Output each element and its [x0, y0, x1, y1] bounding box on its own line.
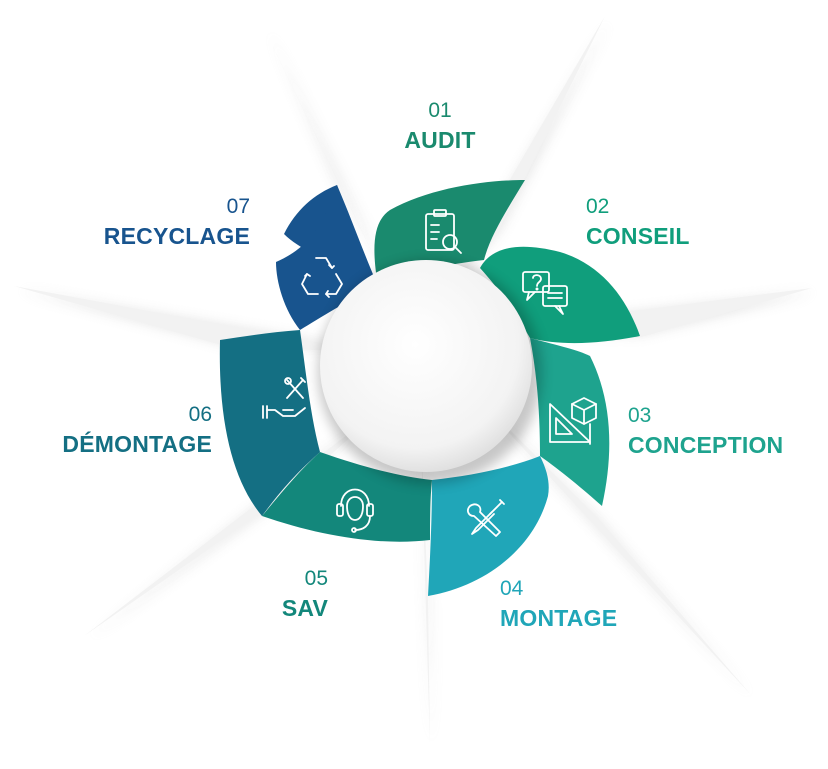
central-hub [318, 260, 542, 484]
step-04-label: 04 MONTAGE [500, 578, 617, 630]
clipboard-magnifier-icon [425, 209, 462, 254]
step-number: 06 [188, 403, 212, 426]
petal-01-audit [374, 180, 525, 286]
step-number: 04 [500, 577, 524, 600]
step-number: 01 [428, 99, 452, 122]
step-title: CONSEIL [586, 223, 690, 249]
step-03-label: 03 CONCEPTION [628, 405, 783, 457]
step-title: RECYCLAGE [103, 223, 250, 249]
step-title: CONCEPTION [628, 432, 784, 458]
step-title: DÉMONTAGE [62, 431, 212, 457]
step-number: 02 [586, 195, 610, 218]
step-number: 07 [226, 195, 250, 218]
step-number: 03 [628, 404, 652, 427]
hand-tools-icon [262, 377, 306, 419]
step-02-label: 02 CONSEIL [586, 196, 690, 248]
step-title: SAV [281, 595, 328, 621]
headset-support-icon [336, 488, 374, 533]
step-06-label: 06 DÉMONTAGE [20, 404, 212, 456]
speech-bubbles-question-icon [522, 271, 568, 315]
step-title: MONTAGE [500, 605, 618, 631]
petal-04-montage [428, 456, 549, 596]
design-tools-cube-icon [549, 397, 597, 445]
step-number: 05 [304, 567, 328, 590]
recycle-icon [301, 257, 343, 298]
step-title: AUDIT [404, 127, 476, 153]
step-01-label: 01 AUDIT [380, 100, 500, 152]
step-05-label: 05 SAV [240, 568, 328, 620]
wrench-screwdriver-icon [467, 499, 505, 537]
step-07-label: 07 RECYCLAGE [40, 196, 250, 248]
petal-06-demontage [219, 330, 320, 516]
